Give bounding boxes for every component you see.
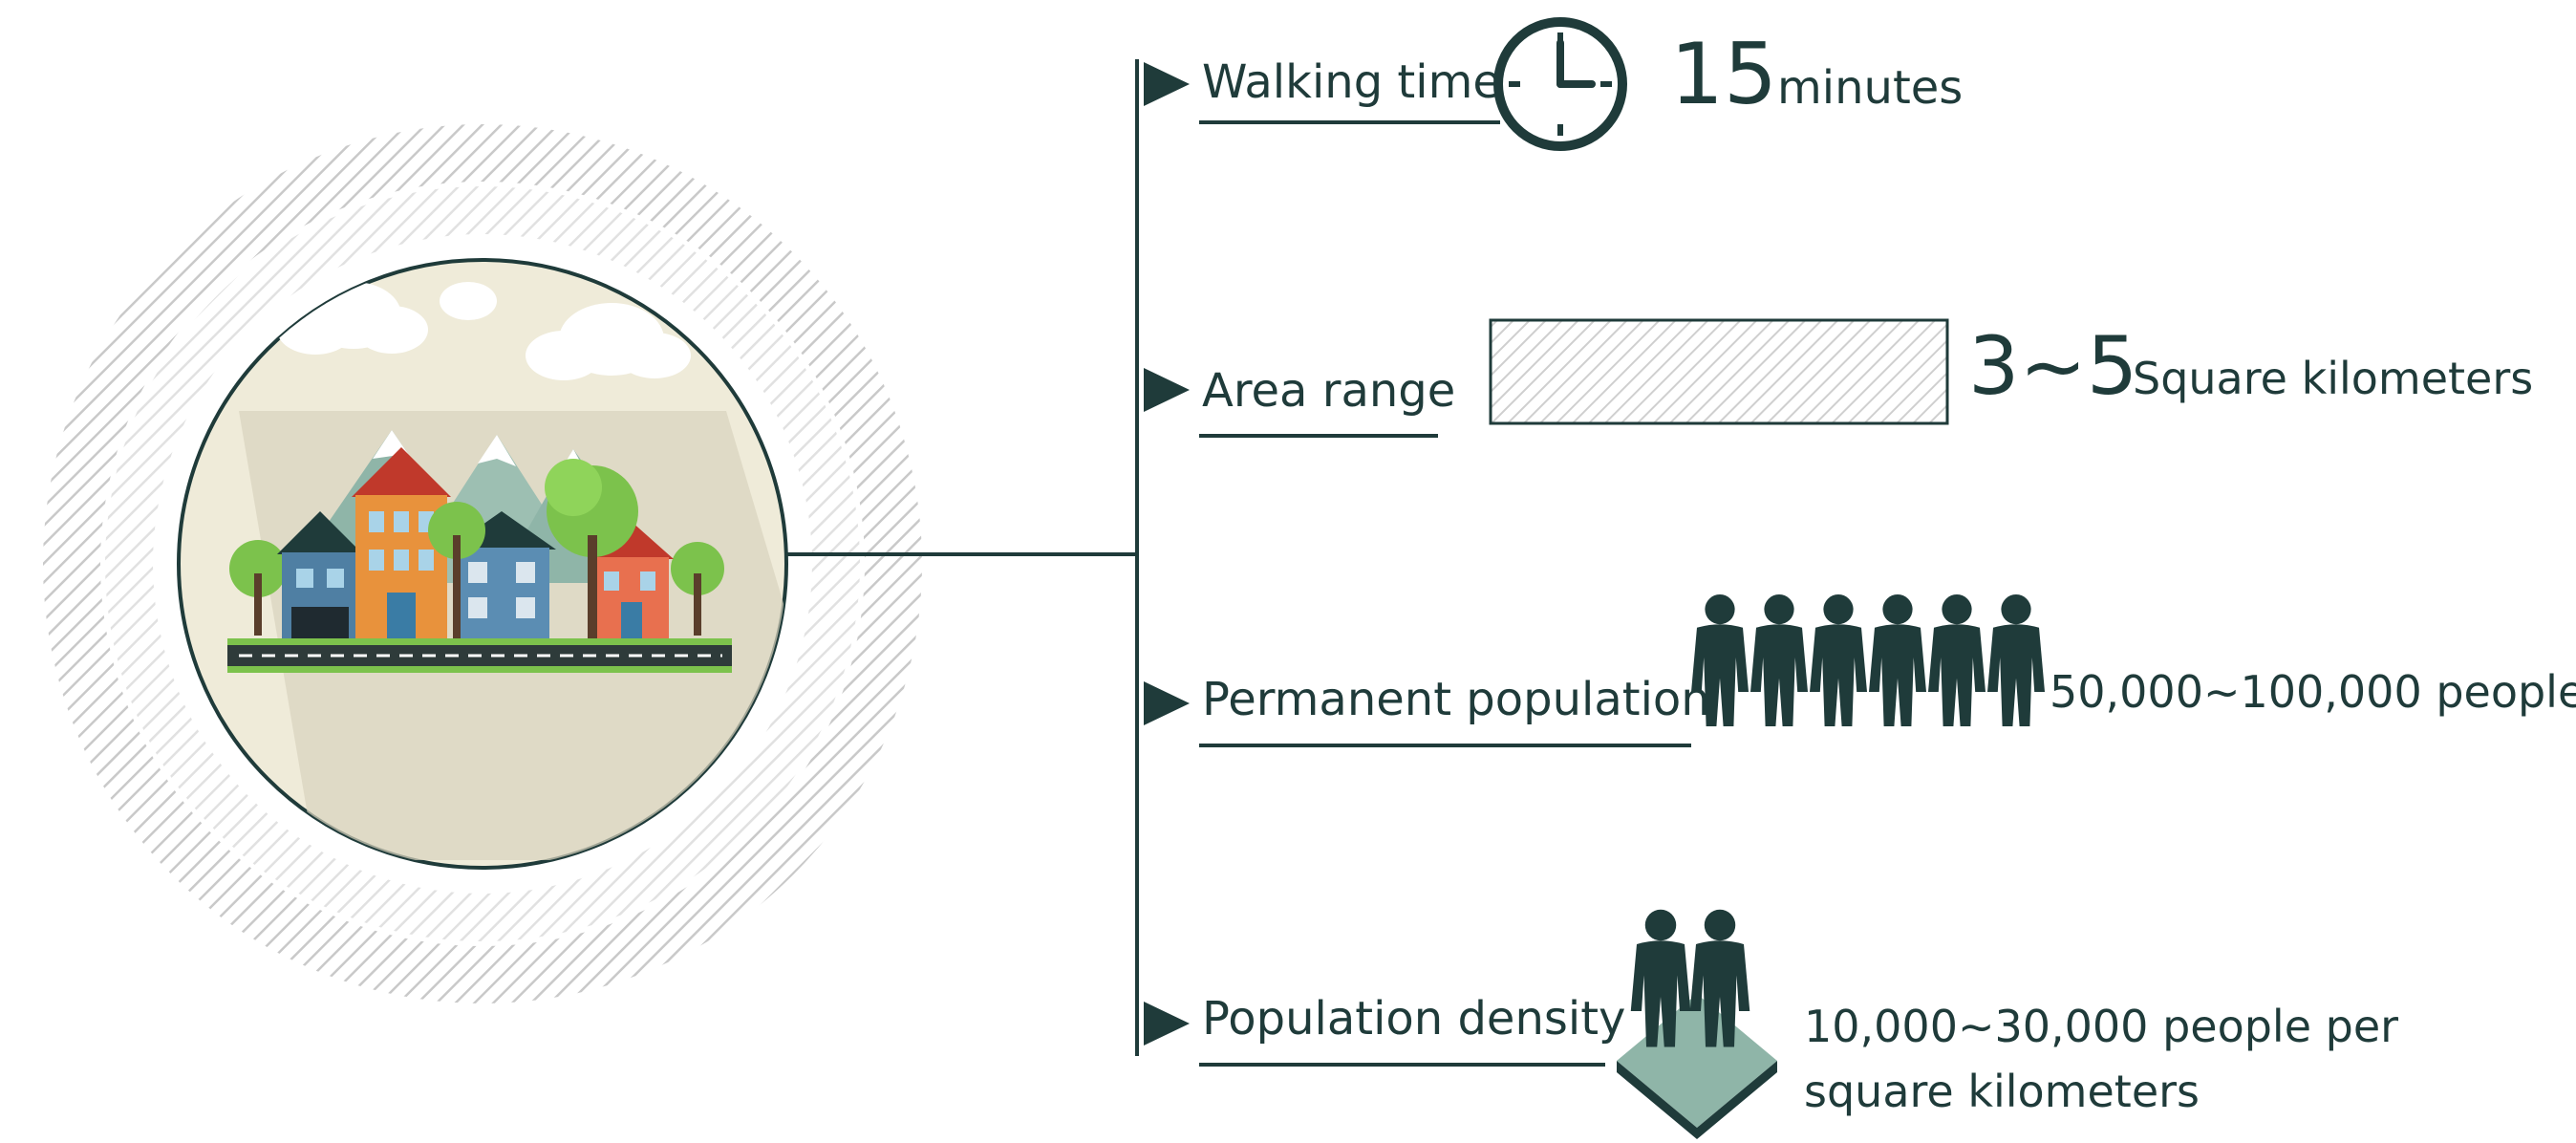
row-label: Walking time [1202, 55, 1501, 109]
row-value: 50,000~100,000 people [2050, 666, 2576, 718]
row-value-line2: square kilometers [1804, 1066, 2200, 1117]
row-permanent-population: Permanent population 50,000~100,000 peop… [1199, 594, 2576, 747]
arrow-icon [1144, 368, 1190, 412]
row-label: Permanent population [1202, 673, 1710, 726]
row-label: Population density [1202, 992, 1625, 1046]
bullet-arrows [1144, 62, 1190, 1046]
hatched-area-box [1489, 318, 1949, 425]
connector-lines [786, 59, 1139, 1056]
row-value-line1: 10,000~30,000 people per [1804, 1001, 2398, 1052]
value-number: 15 [1670, 25, 1777, 123]
row-walking-time: Walking time 15 minutes [1199, 17, 1963, 151]
arrow-icon [1144, 681, 1190, 725]
crowd-icon [1691, 594, 2045, 726]
clock-icon [1493, 17, 1627, 151]
town-illustration [177, 258, 788, 870]
people-on-platform-icon [1617, 909, 1777, 1139]
value-number: 3~5 [1968, 319, 2137, 413]
value-unit: Square kilometers [2133, 353, 2533, 404]
row-population-density: Population density 10,000~30,000 people … [1199, 909, 2398, 1139]
arrow-icon [1144, 62, 1190, 106]
value-unit: minutes [1777, 61, 1963, 115]
row-label: Area range [1202, 364, 1455, 418]
arrow-icon [1144, 1002, 1190, 1046]
row-area-range: Area range 3~5 Square kilometers [1199, 318, 2533, 438]
